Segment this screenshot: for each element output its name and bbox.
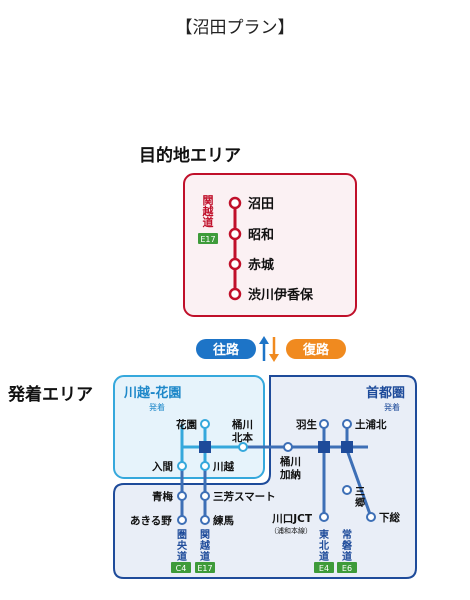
- road-code-badge-e4: [314, 562, 334, 573]
- road-code-e6: E6: [342, 564, 352, 573]
- ic-marker-misato: [342, 485, 352, 495]
- ic-label-nerima: 練馬: [213, 514, 234, 527]
- ic-marker-shimotsuma: [366, 512, 376, 522]
- junction-joban: [341, 441, 353, 453]
- ic-marker-akiruno: [177, 515, 187, 525]
- ic-marker-hanazono: [200, 419, 210, 429]
- ic-marker-hanyu: [319, 419, 329, 429]
- station-label-shibukawa-ikaho: 渋川伊香保: [248, 287, 314, 303]
- road-name-joban: 常磐道: [342, 528, 352, 563]
- destination-road-name-char: 関: [203, 194, 214, 207]
- ic-label-okegawa-kano: 桶川 加納: [279, 455, 305, 481]
- road-name-tohoku: 東北道: [319, 528, 329, 563]
- ic-label-shimotsuma: 下総: [379, 511, 400, 524]
- destination-road-name-char: 越: [202, 204, 215, 218]
- outbound-label: 往路: [213, 342, 240, 358]
- station-marker-numata: [228, 196, 242, 210]
- road-code-badge-e17-dest: [198, 233, 218, 244]
- ic-label-ome: 青梅: [152, 490, 173, 503]
- station-label-numata: 沼田: [248, 197, 274, 212]
- ic-label-hanyu: 羽生: [296, 418, 317, 431]
- ic-label-okegawa-kita: 桶川 北本: [231, 418, 257, 444]
- ic-label-akiruno: あきる野: [130, 514, 172, 527]
- station-label-showa: 昭和: [248, 227, 274, 243]
- destination-section-label: 目的地エリア: [139, 145, 241, 166]
- ic-marker-iruma: [177, 461, 187, 471]
- ic-marker-sanyoshi: [200, 491, 210, 501]
- road-code-c4: C4: [176, 564, 187, 573]
- ic-label-iruma: 入間: [152, 461, 173, 473]
- kawagoe-area-note: 発着: [149, 402, 165, 412]
- return-pill: [286, 339, 346, 359]
- destination-road-name-char: 道: [203, 215, 214, 229]
- junction-tohoku: [318, 441, 330, 453]
- ic-label-tsuchiura-kita: 土浦北: [355, 418, 387, 431]
- ic-label-misato: 三郷: [355, 486, 365, 509]
- junction-kawagoe: [199, 441, 211, 453]
- kawagoe-hanazono-area-box: [113, 375, 265, 479]
- outbound-pill: [196, 339, 256, 359]
- metro-area-note: 発着: [384, 402, 400, 412]
- ic-label-kawagoe: 川越: [212, 460, 234, 473]
- ic-label-kawaguchi-note: （浦和本線）: [270, 526, 312, 535]
- road-code-e4: E4: [319, 564, 329, 573]
- road-name-ken-o: 圏央道: [177, 529, 188, 563]
- return-label: 復路: [302, 342, 330, 358]
- road-code-e17: E17: [197, 564, 212, 573]
- metro-area-name: 首都圏: [366, 385, 405, 401]
- page-title: 【沼田プラン】: [176, 18, 295, 38]
- ic-label-sanyoshi: 三芳スマート: [213, 490, 276, 503]
- down-arrow-icon: [269, 337, 279, 362]
- station-marker-showa: [228, 227, 242, 241]
- up-arrow-icon: [259, 336, 269, 361]
- road-code-badge-c4: [171, 562, 191, 573]
- destination-road-vertical: 関越道: [202, 194, 215, 229]
- road-code-badge-e6: [337, 562, 357, 573]
- departure-section-label: 発着エリア: [7, 384, 93, 405]
- ic-markers: [177, 419, 376, 525]
- ic-marker-kawagoe: [200, 461, 210, 471]
- station-label-akagi: 赤城: [248, 257, 274, 273]
- ic-marker-kawaguchi: [319, 512, 329, 522]
- ic-marker-nerima: [200, 515, 210, 525]
- metro-area-box: [113, 375, 417, 579]
- road-name-kan-etsu: 関越道: [199, 529, 211, 563]
- ic-marker-ome: [177, 491, 187, 501]
- road-code-e17-dest: E17: [200, 235, 215, 244]
- ic-label-hanazono: 花園: [176, 418, 197, 431]
- kawagoe-area-name: 川越-花園: [123, 385, 181, 401]
- station-marker-akagi: [228, 257, 242, 271]
- road-code-badge-e17: [195, 562, 215, 573]
- destination-area-box: [183, 173, 357, 317]
- ic-label-kawaguchi-jct: 川口JCT: [271, 513, 313, 525]
- station-marker-shibukawa: [228, 287, 242, 301]
- ic-marker-okegawa-kita: [238, 442, 248, 452]
- ic-marker-okegawa-kano: [283, 442, 293, 452]
- ic-marker-tsuchiura-kita: [342, 419, 352, 429]
